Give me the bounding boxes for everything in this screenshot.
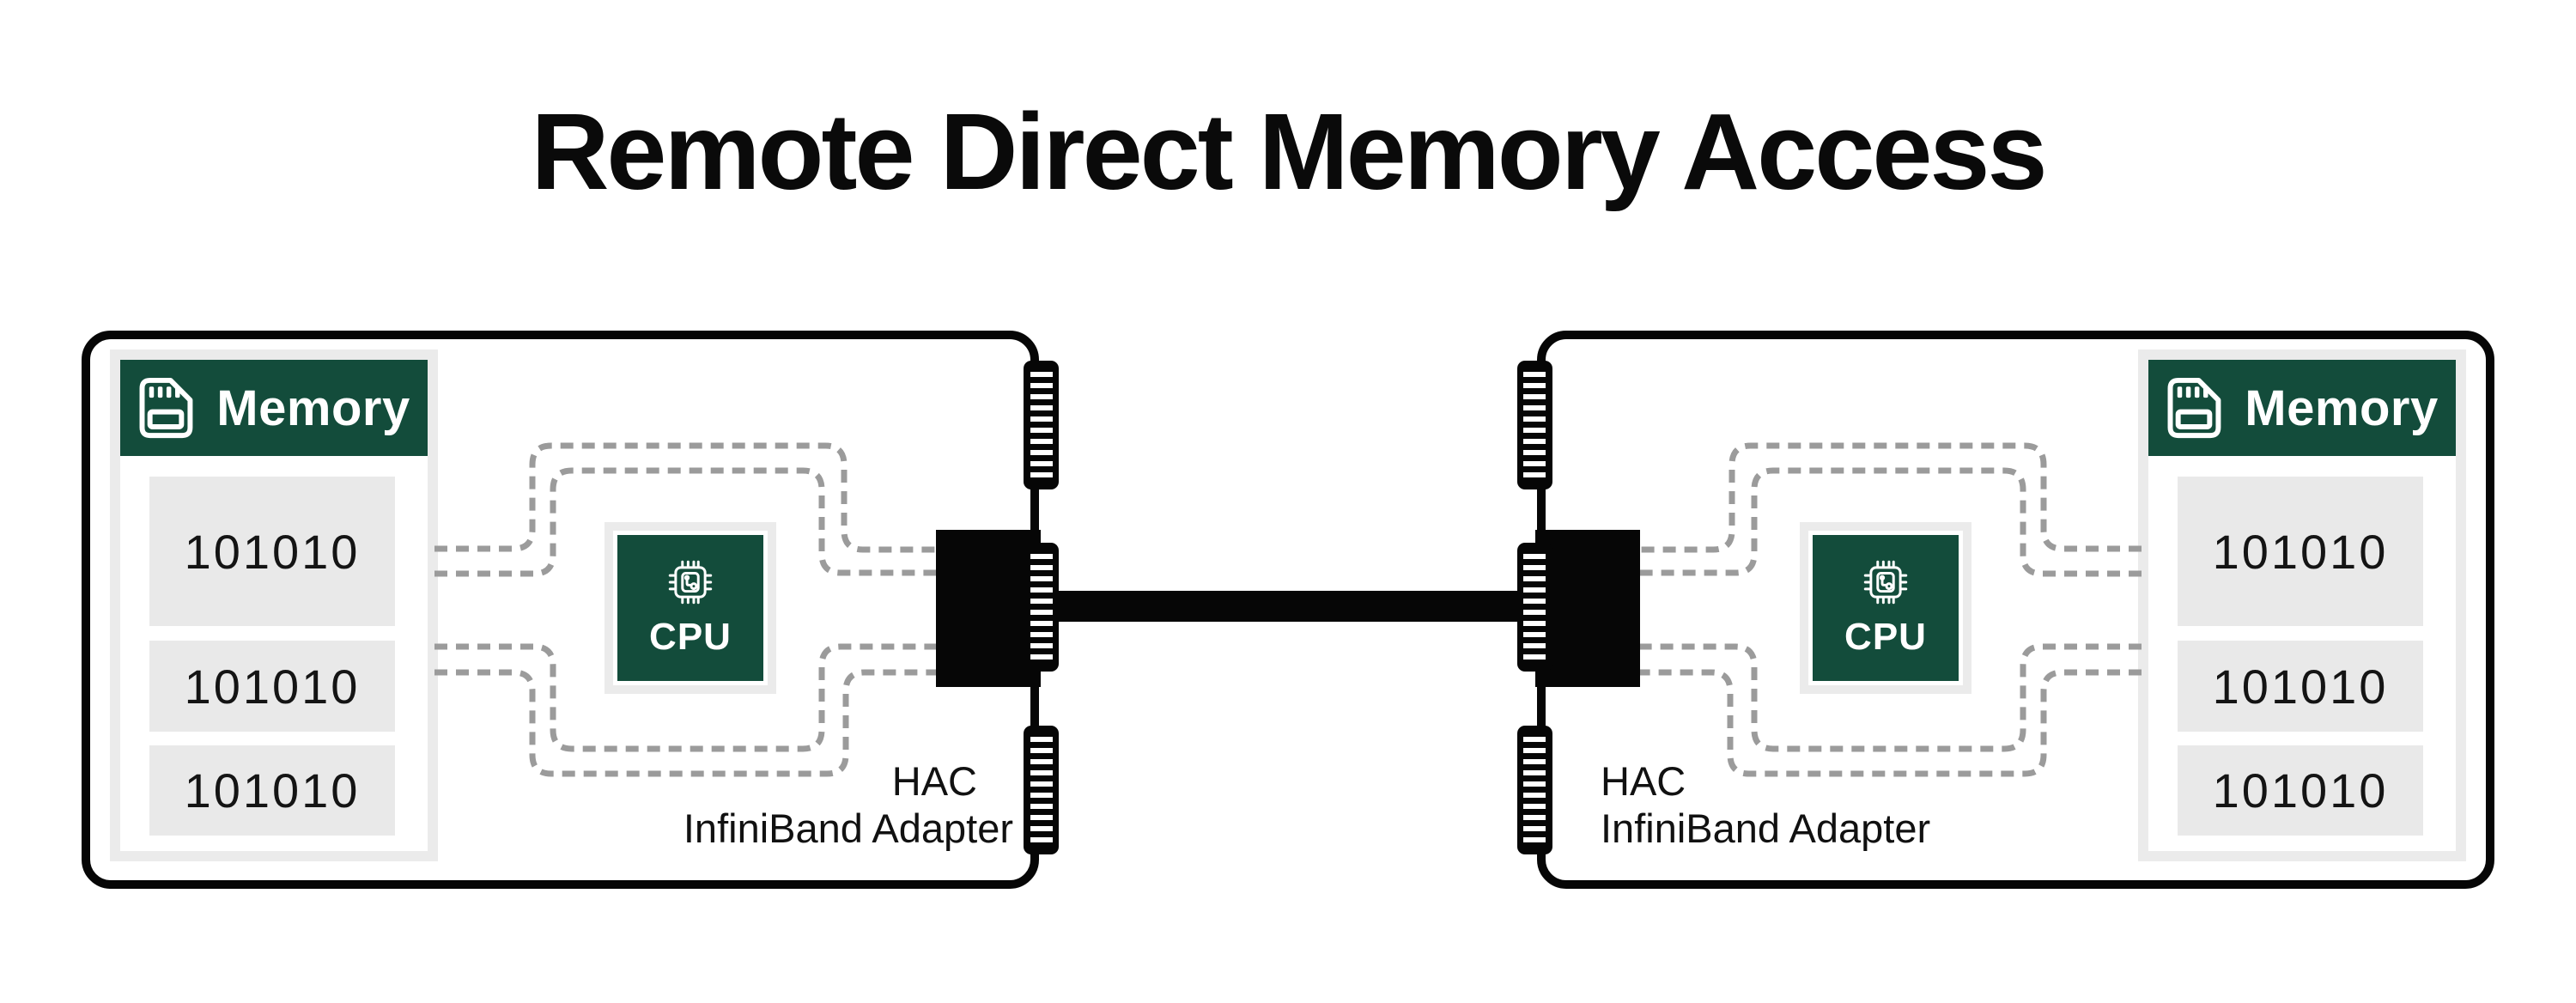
memory-header-label: Memory [216,380,410,436]
left-cpu-block: CPU [605,522,776,694]
adapter-label-line1: HAC [1601,758,1686,804]
cpu-label: CPU [1844,616,1927,658]
right-memory-panel: Memory 101010 101010 101010 [2138,350,2466,861]
memory-card-icon [2167,377,2221,439]
adapter-label-line2: InfiniBand Adapter [1601,805,1931,851]
right-adapter-label: HAC InfiniBand Adapter [1601,757,2013,852]
left-cpu-chip: CPU [617,535,763,681]
memory-card-icon [139,377,193,439]
memory-row: 101010 [149,641,395,732]
memory-header-label: Memory [2245,380,2439,436]
infiniband-cable [1056,591,1520,622]
left-adapter-label: HAC InfiniBand Adapter [601,757,1013,852]
memory-row: 101010 [2178,641,2423,732]
adapter-label-line2: InfiniBand Adapter [683,805,1013,851]
memory-row: 101010 [149,745,395,836]
left-memory-panel: Memory 101010 101010 101010 [110,350,438,861]
right-memory-header: Memory [2148,360,2456,456]
cpu-chip-icon [668,560,713,605]
memory-row: 101010 [2178,477,2423,626]
page-title: Remote Direct Memory Access [531,91,2047,212]
memory-row: 101010 [149,477,395,626]
right-cpu-chip: CPU [1813,535,1959,681]
cpu-label: CPU [649,616,732,658]
adapter-label-line1: HAC [891,758,977,804]
right-cpu-block: CPU [1800,522,1971,694]
left-memory-header: Memory [120,360,428,456]
cpu-chip-icon [1863,560,1908,605]
memory-row: 101010 [2178,745,2423,836]
